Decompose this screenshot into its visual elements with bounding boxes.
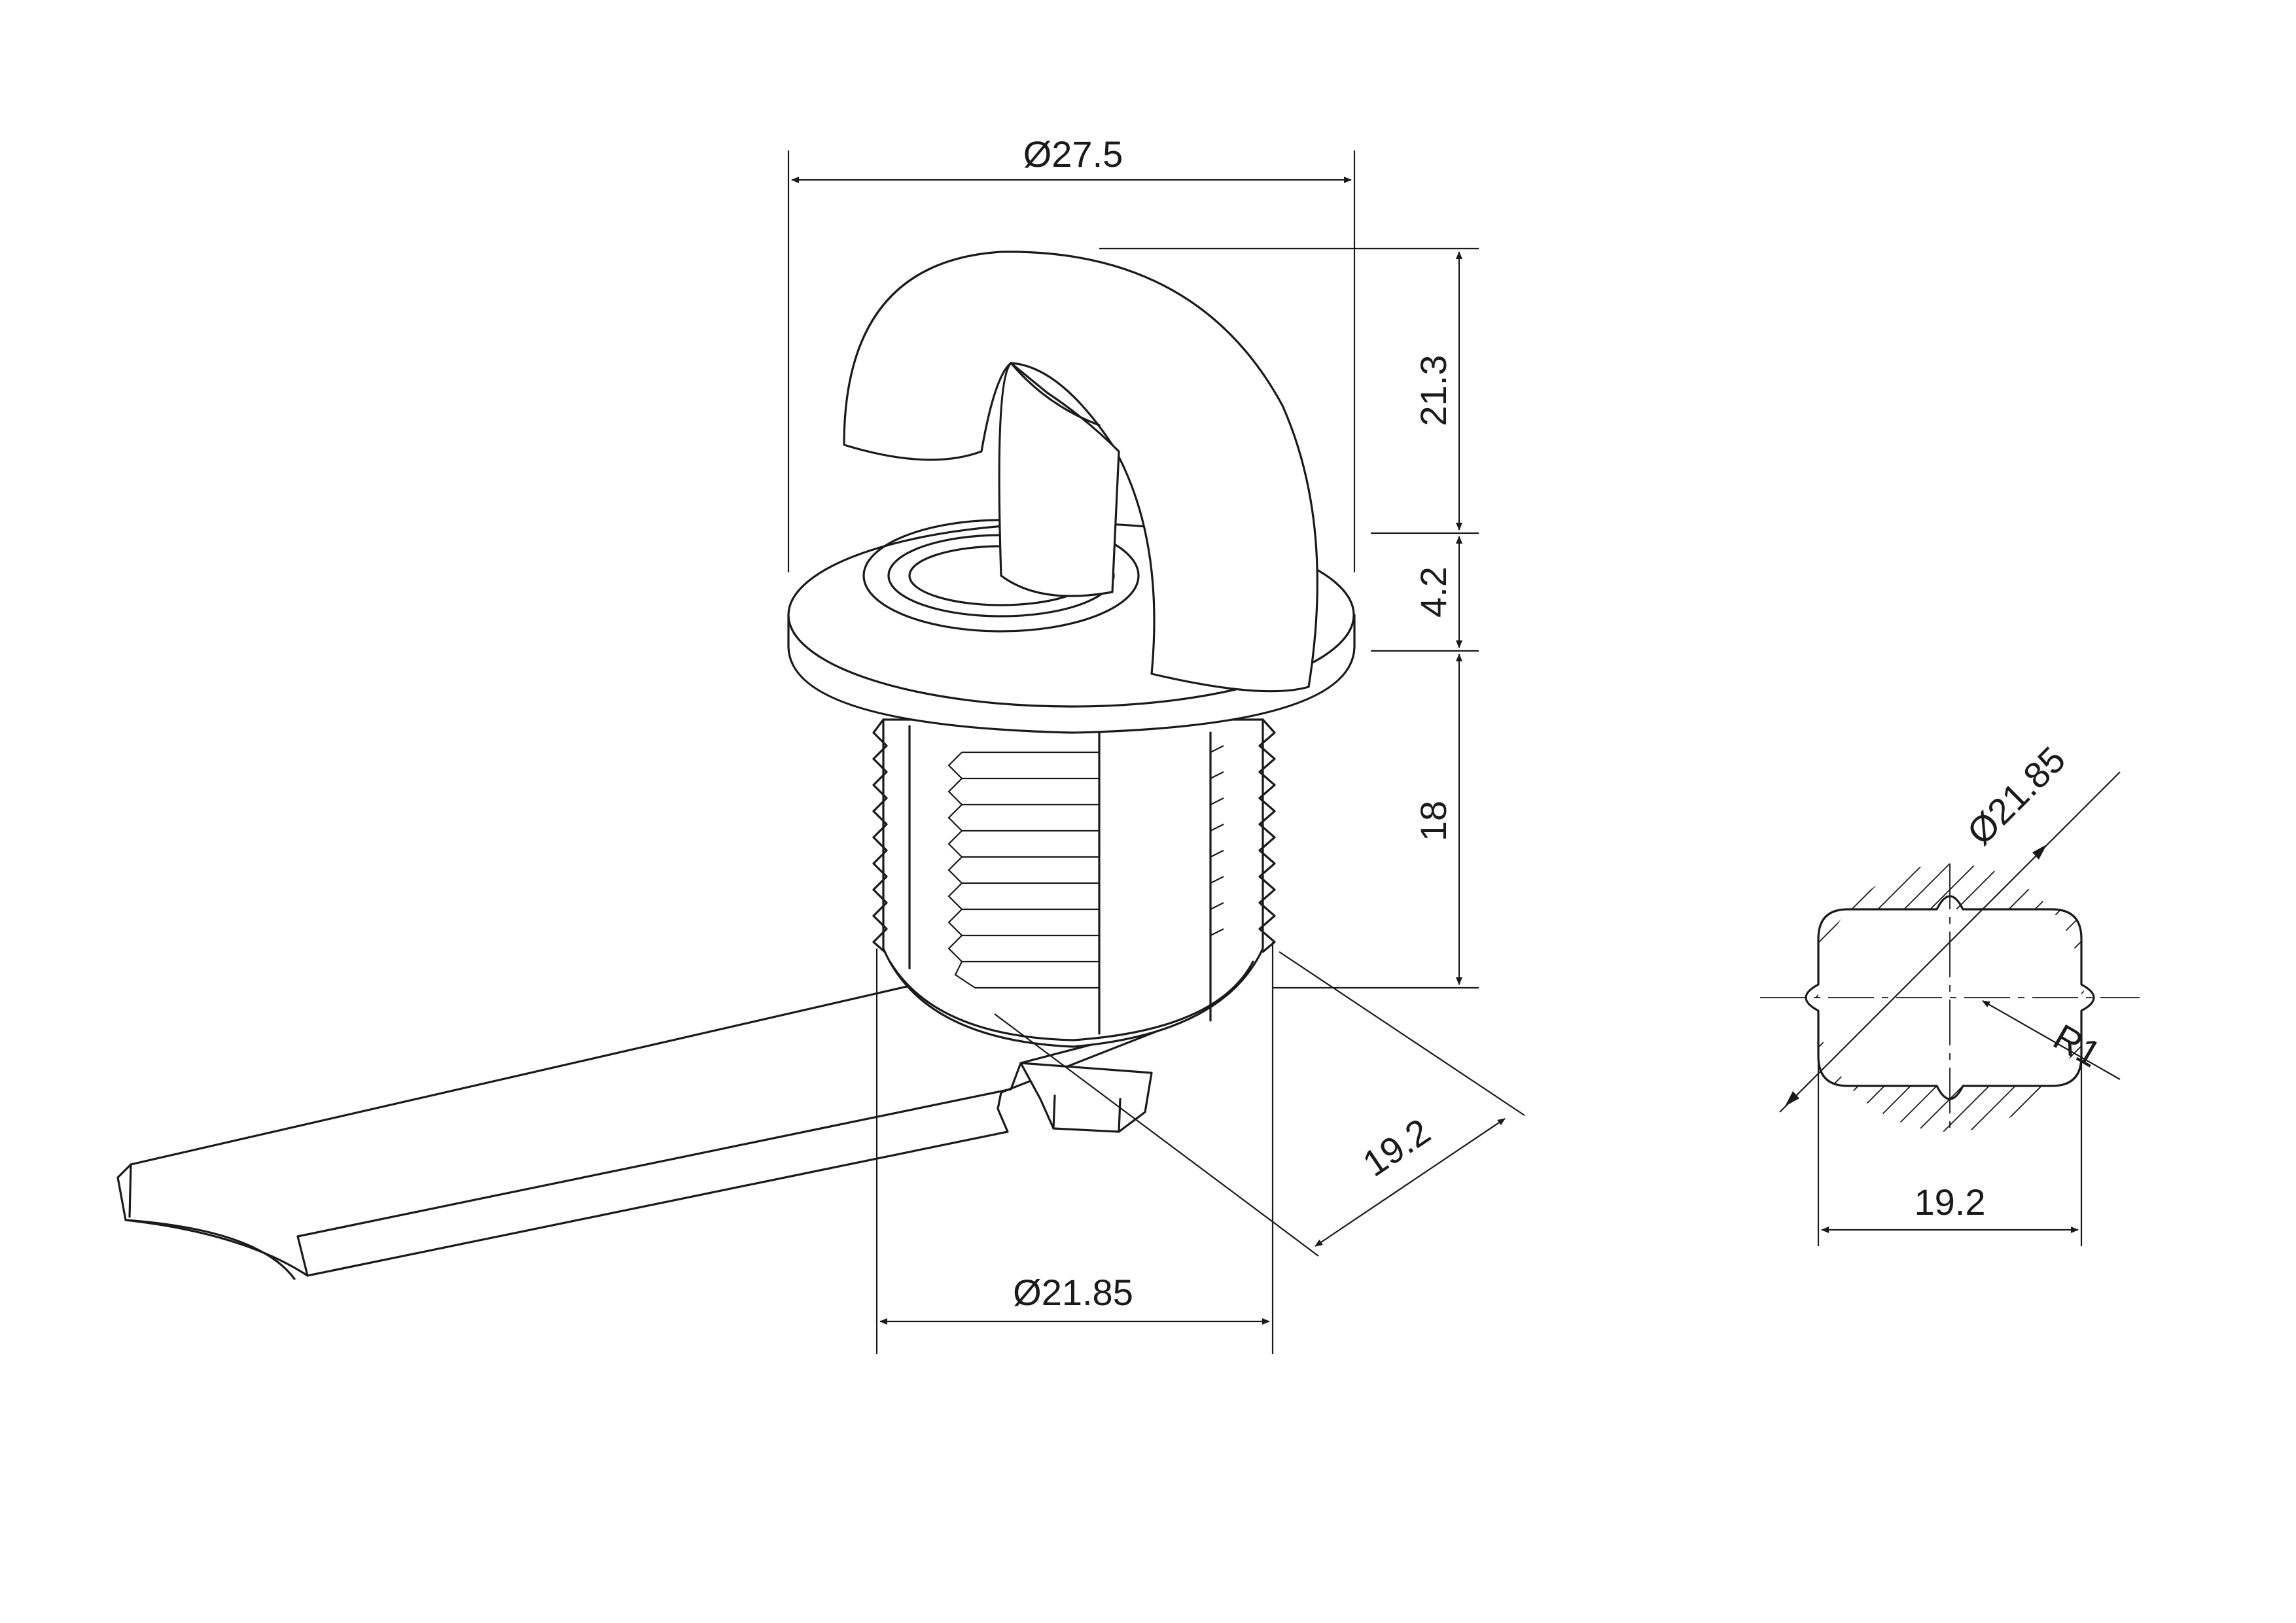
dimension-body-length: 18 — [1273, 654, 1479, 989]
threaded-body — [872, 718, 1276, 1048]
dimension-body-diameter: Ø21.85 — [875, 942, 1274, 1354]
dimension-head-thickness: 4.2 — [1371, 536, 1479, 652]
dim-label-section-radius: R1 — [2047, 1016, 2108, 1075]
hex-nut — [1019, 1062, 1153, 1133]
dimension-head-diameter: Ø27.5 — [787, 133, 1356, 572]
dimension-section-flat-width: 19.2 — [1817, 1047, 2083, 1246]
dimension-section-radius: R1 — [1982, 1000, 2121, 1080]
hook-handle — [843, 251, 1318, 693]
dim-label-body-length: 18 — [1413, 801, 1454, 841]
dim-label-flat-width: 19.2 — [1355, 1110, 1438, 1184]
cross-section-view — [1760, 864, 2140, 1132]
dimension-hook-height: 21.3 — [1099, 247, 1479, 534]
dim-label-head-diameter: Ø27.5 — [1023, 133, 1123, 175]
cam-lever — [116, 964, 1186, 1280]
dim-label-section-flat-width: 19.2 — [1915, 1181, 1986, 1223]
dim-label-head-thickness: 4.2 — [1413, 567, 1454, 618]
cam-lock-isometric — [116, 251, 1356, 1280]
dim-label-hook-height: 21.3 — [1413, 355, 1454, 427]
dim-label-body-diameter: Ø21.85 — [1013, 1272, 1133, 1313]
